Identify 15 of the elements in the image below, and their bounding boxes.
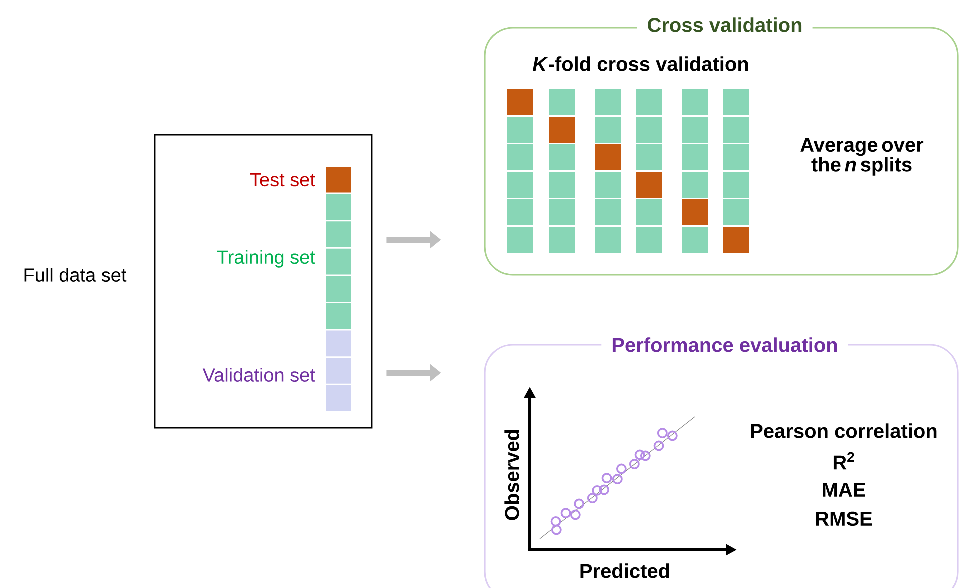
data-label: Full data set bbox=[24, 268, 127, 282]
axis-label: Observed bbox=[504, 430, 520, 520]
metric-label: RMSE bbox=[816, 512, 872, 526]
average-note: Average over the n splits bbox=[800, 138, 924, 176]
metric-label: R$^{2}$ bbox=[834, 452, 854, 470]
metric-label: Pearson correlation bbox=[751, 424, 937, 438]
data-set-box bbox=[154, 134, 373, 429]
validation-set-label: Validation set bbox=[202, 368, 316, 382]
panel-title: Performance evaluation bbox=[602, 334, 848, 356]
test-set-label: Test set bbox=[250, 173, 316, 187]
panel-title: Cross validation bbox=[637, 14, 813, 36]
subtitle: K-fold cross validation bbox=[532, 56, 748, 72]
axis-label: Predicted bbox=[580, 564, 670, 578]
metric-label: MAE bbox=[823, 483, 866, 497]
training-set-label: Training set bbox=[217, 250, 316, 268]
